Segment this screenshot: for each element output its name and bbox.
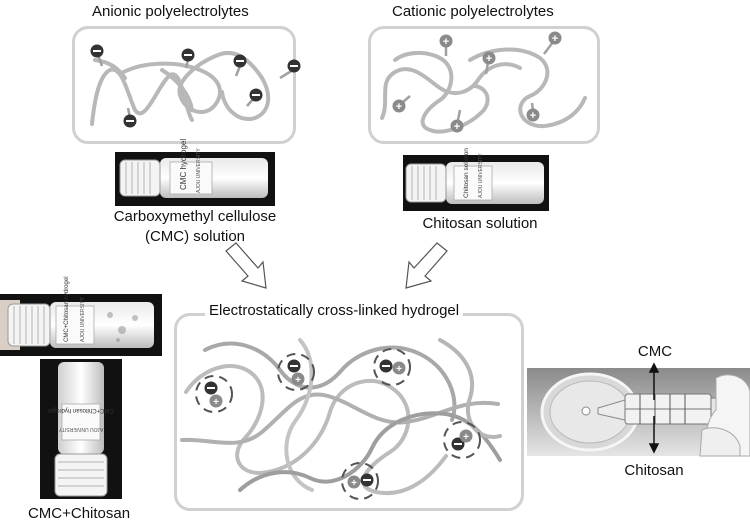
anion-charge-2 xyxy=(181,48,195,62)
svg-text:+: + xyxy=(351,478,357,489)
combined-vial-label-h: CMC+Chitosan hydrogel xyxy=(64,276,70,342)
anion-charge-4 xyxy=(287,59,301,73)
cmc-solution-line1: Carboxymethyl cellulose xyxy=(113,208,277,225)
cation-charge-6: + xyxy=(526,108,540,122)
anion-charge-3 xyxy=(233,54,247,68)
svg-text:+: + xyxy=(552,33,558,45)
svg-text:+: + xyxy=(443,36,449,48)
svg-text:+: + xyxy=(486,53,492,65)
combined-vial-horizontal: CMC+Chitosan hydrogel AJOU UNIVERSITY xyxy=(0,276,154,350)
svg-text:+: + xyxy=(396,101,402,113)
anionic-panel xyxy=(72,26,296,144)
anion-chain-4 xyxy=(160,68,194,112)
anion-charges xyxy=(90,44,301,128)
cmc-solution-line2: (CMC) solution xyxy=(144,228,246,245)
anion-charge-6 xyxy=(123,114,137,128)
combined-vial-vertical: CMC+Chitosan hydrogel AJOU UNIVERSITY xyxy=(48,362,114,497)
chitosan-vial: Chitosan solution AJOU UNIVERSITY xyxy=(405,148,544,204)
cationic-chains xyxy=(380,47,587,134)
syringe-chitosan-label: Chitosan xyxy=(624,462,684,479)
cation-charge-2: + xyxy=(482,51,496,65)
ion-pair-2: + xyxy=(277,353,315,391)
cation-chain-1 xyxy=(380,62,522,120)
svg-text:AJOU UNIVERSITY: AJOU UNIVERSITY xyxy=(80,297,86,342)
arrow-chitosan-to-hydrogel xyxy=(405,242,448,289)
ion-pairs: + + + + + xyxy=(195,348,481,500)
svg-text:+: + xyxy=(463,432,469,443)
anionic-title: Anionic polyelectrolytes xyxy=(92,3,249,20)
syringe-arrows xyxy=(648,362,660,454)
svg-text:AJOU UNIVERSITY: AJOU UNIVERSITY xyxy=(478,153,484,198)
svg-text:AJOU UNIVERSITY: AJOU UNIVERSITY xyxy=(196,148,202,193)
anion-chain-1 xyxy=(90,67,194,126)
cmc-solution-label: Carboxymethyl cellulose (CMC) solution xyxy=(100,208,290,246)
anionic-chains xyxy=(90,51,271,126)
cationic-title: Cationic polyelectrolytes xyxy=(392,3,554,20)
anion-chain-3 xyxy=(93,58,127,80)
svg-text:+: + xyxy=(396,364,402,375)
anion-charge-1 xyxy=(90,44,104,58)
cation-chain-2 xyxy=(393,51,490,134)
cationic-stems xyxy=(402,41,554,121)
svg-text:+: + xyxy=(213,397,219,408)
svg-text:+: + xyxy=(530,110,536,122)
cation-charges: + + + + + + xyxy=(392,31,562,133)
ion-pair-1: + xyxy=(195,375,233,413)
chitosan-solution-label: Chitosan solution xyxy=(422,215,538,232)
anion-charge-5 xyxy=(249,88,263,102)
hydrogel-title: Electrostatically cross-linked hydrogel xyxy=(205,302,464,320)
syringe-cmc-label: CMC xyxy=(637,343,673,360)
svg-text:AJOU UNIVERSITY: AJOU UNIVERSITY xyxy=(58,426,103,432)
syringe-scene xyxy=(527,368,750,457)
arrow-cmc-to-hydrogel xyxy=(225,242,267,289)
cation-chain-3 xyxy=(468,47,587,129)
hydrogel-network xyxy=(180,338,502,496)
cationic-panel xyxy=(368,26,600,144)
cation-charge-5: + xyxy=(450,119,464,133)
chitosan-vial-label: Chitosan solution xyxy=(463,148,470,198)
ion-pair-4: + xyxy=(443,421,481,459)
cation-charge-3: + xyxy=(548,31,562,45)
cation-charge-4: + xyxy=(392,99,406,113)
svg-text:+: + xyxy=(454,121,460,133)
ion-pair-3: + xyxy=(373,348,411,386)
anion-chain-2 xyxy=(118,51,271,121)
svg-text:+: + xyxy=(295,375,301,386)
cation-charge-1: + xyxy=(439,34,453,48)
cmc-chitosan-label: CMC+Chitosan xyxy=(27,505,131,522)
ion-pair-5: + xyxy=(341,462,379,500)
combined-vial-label-v: CMC+Chitosan hydrogel xyxy=(48,407,114,413)
cmc-vial: CMC hydrogel AJOU UNIVERSITY xyxy=(119,139,268,198)
cmc-vial-label: CMC hydrogel xyxy=(179,139,188,190)
